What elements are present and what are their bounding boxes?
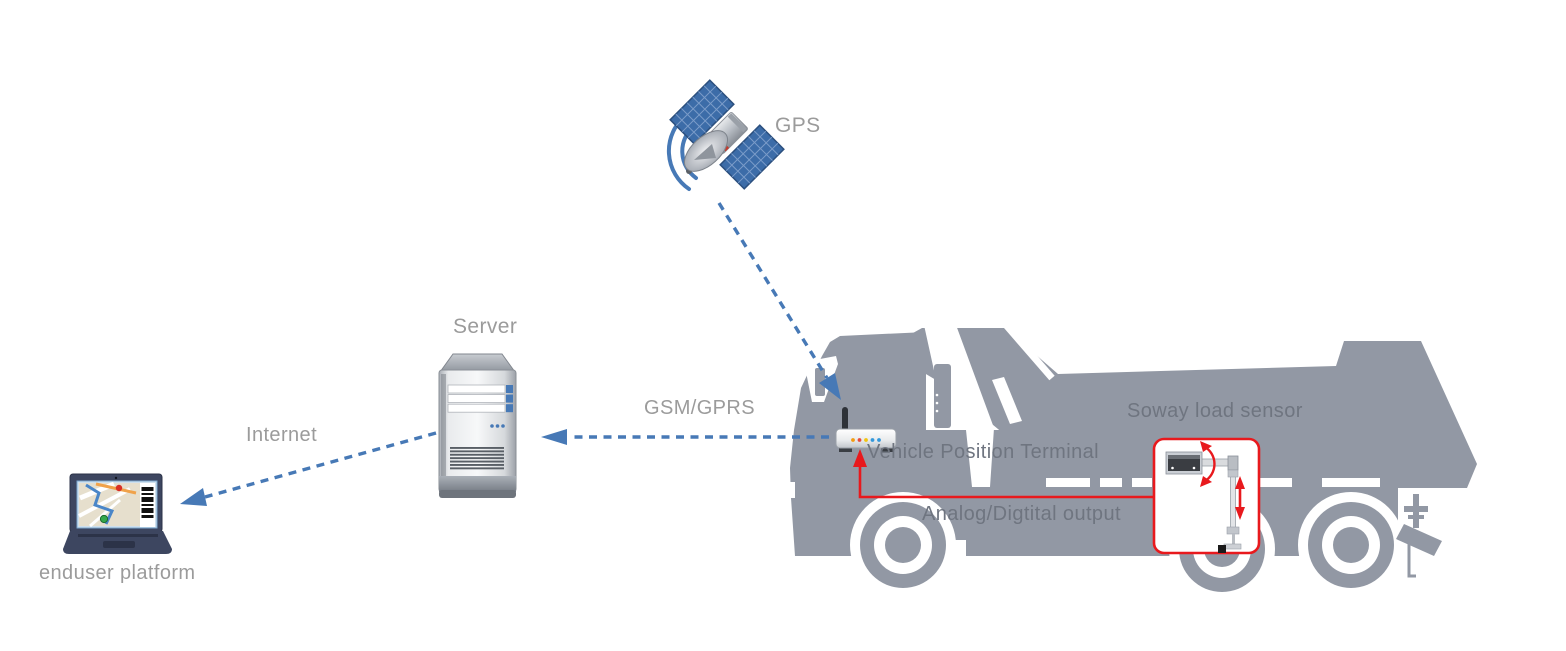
satellite-dish [684,130,728,174]
server-led-lights [490,424,505,428]
enduser-platform-label: enduser platform [39,562,196,584]
rotation-arrow [1200,441,1216,487]
rear-wheel [1298,492,1404,598]
gsm-gprs-link-label: GSM/GPRS [644,397,755,419]
soway-load-sensor-label: Soway load sensor [1127,400,1303,422]
terminal-to-server-arrow [541,429,858,445]
server-drive-bays [447,384,513,413]
server-label: Server [453,315,518,338]
gps-to-terminal-arrow [717,202,841,400]
terminal-led-dots [851,438,881,442]
server-vent-grille [450,447,504,470]
load-sensor-callout-box [1152,437,1261,555]
map-sidebar-panel [140,483,155,527]
gps-satellite-icon [666,79,785,191]
front-wheel [850,492,956,598]
server-tower-icon [438,353,517,498]
sensor-to-terminal-red-line [853,449,1154,499]
laptop-map-icon [63,473,172,554]
rear-hitch [1396,494,1442,578]
server-to-laptop-arrow [180,431,437,506]
tracker-router-icon [835,407,897,452]
solar-panel-right [719,124,785,190]
vehicle-position-terminal-label: Vehicle Position Terminal [867,441,1099,463]
internet-link-label: Internet [246,424,318,446]
gps-label: GPS [775,114,821,137]
load-sensor-arm-icon [1165,451,1242,553]
analog-digital-output-label: Analog/Digtital output [922,503,1121,525]
map-screen [78,481,140,528]
solar-panel-left [669,79,735,145]
dump-truck-silhouette [786,322,1477,602]
vertical-travel-arrow [1235,476,1245,520]
